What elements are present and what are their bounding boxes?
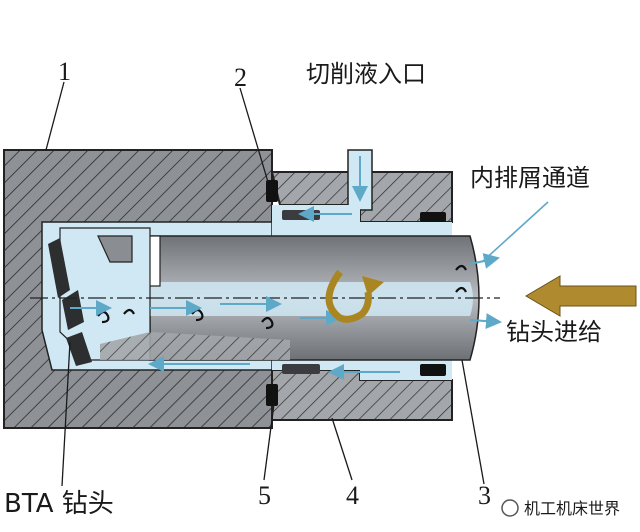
label-chip-channel: 内排屑通道 — [470, 164, 590, 192]
rotation-arrow — [325, 269, 372, 323]
cutting-edge-3 — [48, 238, 70, 298]
inner-chip-channel — [150, 282, 473, 316]
label-coolant-inlet: 切削液入口 — [306, 60, 426, 88]
bush-bottom — [282, 364, 320, 374]
cutting-edge-1 — [62, 290, 84, 330]
label-1: 1 — [58, 57, 71, 86]
cutting-edge-2 — [66, 332, 92, 366]
label-5: 5 — [258, 481, 271, 510]
chip-channel-leader — [481, 201, 549, 263]
wechat-icon — [501, 499, 519, 517]
watermark-text: 机工机床世界 — [524, 499, 620, 518]
feed-arrow — [525, 275, 637, 317]
watermark: 机工机床世界 — [501, 499, 620, 518]
label-4: 4 — [346, 481, 359, 510]
label-drill-feed: 钻头进给 — [506, 318, 602, 346]
label-bta-drill: BTA 钻头 — [4, 489, 114, 519]
chip-debris — [100, 332, 290, 360]
rotation-arrowhead — [362, 276, 384, 296]
seal-bottom-right — [420, 364, 446, 376]
label-3: 3 — [478, 481, 491, 510]
drill-head-insert — [97, 235, 133, 263]
label-2: 2 — [234, 63, 247, 92]
seal-top — [266, 180, 278, 202]
coolant-flow-arrows — [70, 156, 502, 380]
seal-top-right — [420, 212, 446, 222]
seal-bottom — [266, 384, 278, 406]
leader-lines — [45, 81, 485, 487]
